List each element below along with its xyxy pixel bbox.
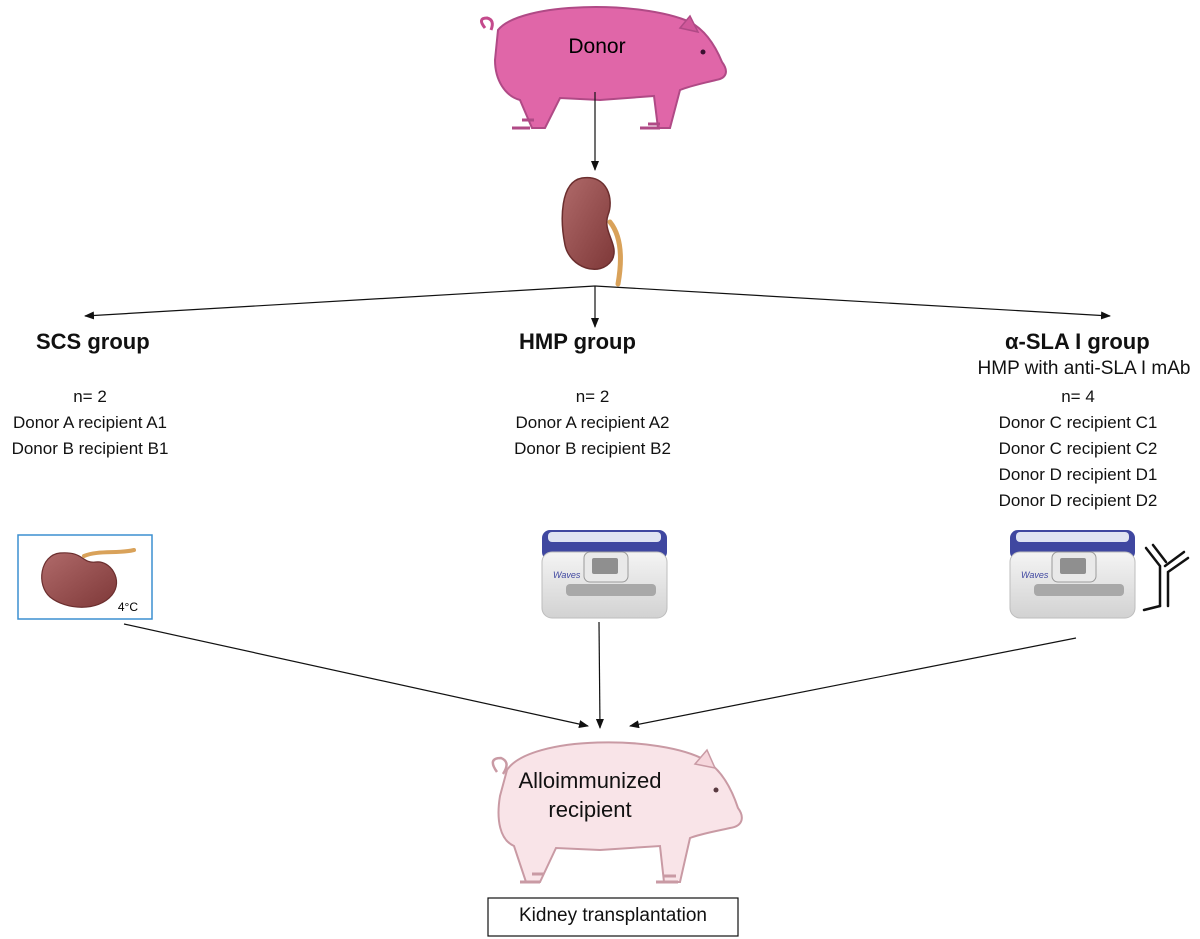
outcome-box [487, 897, 739, 937]
machine-brand: Waves [1021, 570, 1049, 580]
recipient-label-line-1: Alloimmunized [518, 768, 662, 793]
asla-n-count: n= 4 [1061, 387, 1095, 406]
hmp-group-title: HMP group [519, 329, 636, 354]
antibody-icon [1142, 543, 1190, 612]
hmp-n-count: n= 2 [575, 387, 610, 406]
recipient-label: Alloimmunized recipient [505, 766, 675, 824]
asla-group-subtitle: HMP with anti-SLA I mAb [977, 358, 1191, 379]
scs-group-title: SCS group [36, 329, 150, 354]
asla-group-title: α-SLA I group [1005, 329, 1150, 354]
perfusion-machine-icon: Waves [1009, 530, 1136, 619]
recipient-label-line-2: recipient [548, 797, 632, 822]
asla-pair-3: Donor D recipient D1 [998, 465, 1158, 484]
hmp-pair-1: Donor A recipient A2 [515, 413, 670, 432]
scs-n-count: n= 2 [73, 387, 107, 406]
scs-storage-box [17, 534, 153, 620]
scs-pair-1: Donor A recipient A1 [12, 413, 168, 432]
arrow-hmp-to-recipient [595, 621, 604, 729]
temperature-label: 4°C [118, 600, 138, 614]
donor-pig-icon [480, 6, 727, 130]
asla-group-details: n= 4 Donor C recipient C1 Donor C recipi… [978, 384, 1178, 514]
perfusion-machine-icon: Waves [541, 530, 668, 619]
asla-pair-1: Donor C recipient C1 [998, 413, 1158, 432]
arrow-to-asla [594, 285, 1111, 320]
donor-label: Donor [568, 35, 625, 58]
recipient-pig-icon [491, 741, 743, 884]
arrow-to-scs [84, 285, 596, 320]
scs-group-details: n= 2 Donor A recipient A1 Donor B recipi… [0, 384, 180, 462]
hmp-group-details: n= 2 Donor A recipient A2 Donor B recipi… [500, 384, 685, 462]
arrow-asla-to-recipient [629, 637, 1077, 729]
outcome-label: Kidney transplantation [518, 905, 707, 926]
asla-pair-4: Donor D recipient D2 [998, 491, 1158, 510]
scs-pair-2: Donor B recipient B1 [11, 439, 169, 458]
arrow-scs-to-recipient [123, 623, 589, 728]
machine-brand: Waves [553, 570, 581, 580]
kidney-icon [561, 176, 623, 287]
kidney-icon [41, 552, 118, 608]
asla-pair-2: Donor C recipient C2 [998, 439, 1158, 458]
hmp-pair-2: Donor B recipient B2 [514, 439, 671, 458]
